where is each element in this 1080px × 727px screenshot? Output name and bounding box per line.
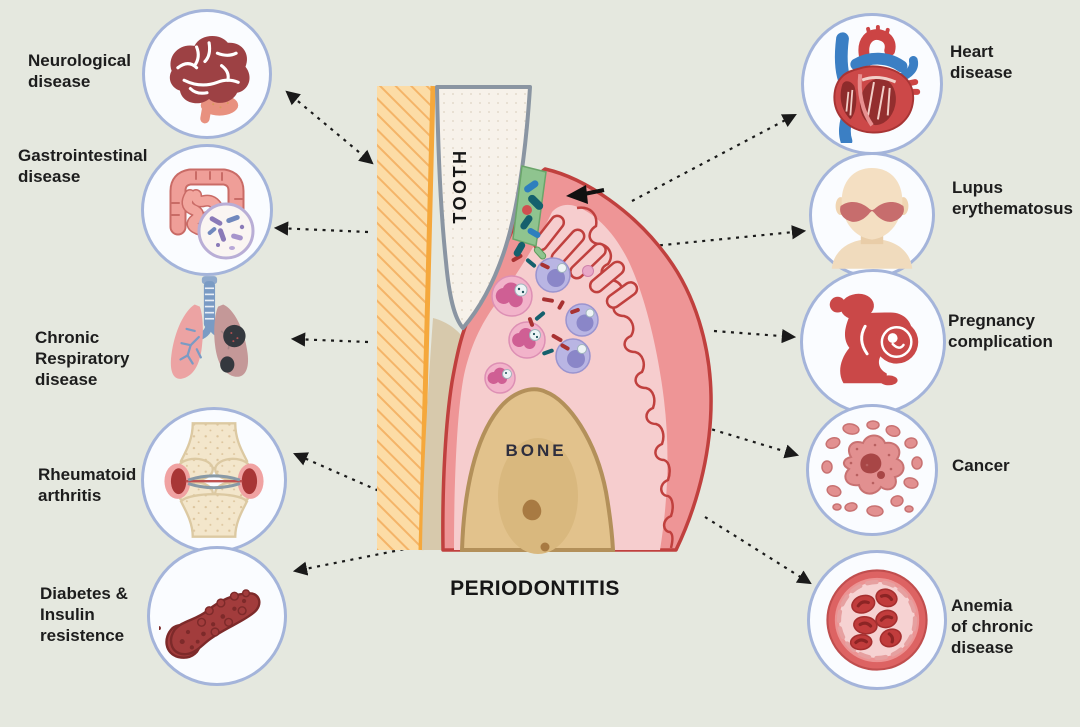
red-blood-cell [849,588,902,651]
lung-damage-spot [220,356,235,373]
lungs-icon [170,276,249,379]
red-blood-cells-icon [826,569,928,671]
disease-label-heart: Heart disease [950,42,1013,82]
tooth-shape: TOOTH [435,85,532,330]
disease-bubble-cancer [806,404,938,536]
purple-immune-cell [535,257,571,293]
arrow-cancer [703,425,800,459]
bacteria-rods [511,254,565,356]
bone-shape: BONE [459,387,616,554]
disease-label-respiratory: Chronic Respiratory disease [35,328,130,389]
arrow-anemia [704,516,812,585]
disease-label-diabetes: Diabetes & Insulin resistence [40,584,128,645]
pink-immune-cell [491,275,533,317]
plaque-biofilm [512,165,547,260]
pregnant-woman-icon [829,293,919,386]
disease-bubble-heart [801,13,943,155]
arrow-pregnancy [713,328,797,344]
arrow-lupus [642,225,807,249]
joint-icon [164,422,264,538]
disease-label-lupus: Lupus erythematosus [952,178,1073,218]
bronchial-tree [179,327,202,365]
immune-cells [484,254,599,394]
gut-bacteria [207,214,245,250]
periodontitis-title: PERIODONTITIS [450,577,620,600]
disease-label-gastrointestinal: Gastrointestinal disease [18,146,148,186]
intestine-icon [169,168,255,260]
disease-bubble-neurological [142,9,272,139]
arrow-heart [631,113,797,202]
arrow-rheumatoid [293,452,387,496]
disease-label-rheumatoid: Rheumatoid arthritis [38,465,137,505]
disease-bubble-diabetes [147,546,287,686]
pink-immune-cell [508,321,546,359]
disease-label-anemia: Anemia of chronic disease [951,596,1034,657]
disease-bubble-rheumatoid [141,407,287,553]
arrow-neurological [285,90,374,165]
small-cell [582,265,594,277]
brain-icon [169,36,250,124]
disease-bubble-pregnancy [800,269,946,415]
lupus-face-icon [831,167,913,269]
pink-immune-cell [484,362,516,394]
arrow-gastrointestinal [273,221,369,236]
lung-damage-spot [223,324,246,348]
dentin-hatched-strip [377,85,436,551]
disease-bubble-gastrointestinal [141,144,273,276]
tooth-label: TOOTH [450,148,470,223]
disease-bubble-lupus [809,152,935,278]
purple-immune-cell [555,338,591,374]
disease-bubble-anemia [807,550,947,690]
cancer-cells-icon [821,420,923,517]
disease-label-neurological: Neurological disease [28,51,131,91]
purple-immune-cell [565,303,599,337]
plaque-pointer-arrow [566,185,605,204]
magnifier-circle [197,202,255,260]
disease-label-pregnancy: Pregnancy complication [948,311,1053,351]
connector-arrows [273,90,812,585]
disease-label-cancer: Cancer [952,456,1010,475]
pancreas-icon [159,588,261,659]
arrow-respiratory [290,332,369,347]
heart-icon [833,25,921,143]
bone-label: BONE [505,441,566,460]
butterfly-rash [840,201,904,222]
epithelium-wavy-line [576,206,674,549]
